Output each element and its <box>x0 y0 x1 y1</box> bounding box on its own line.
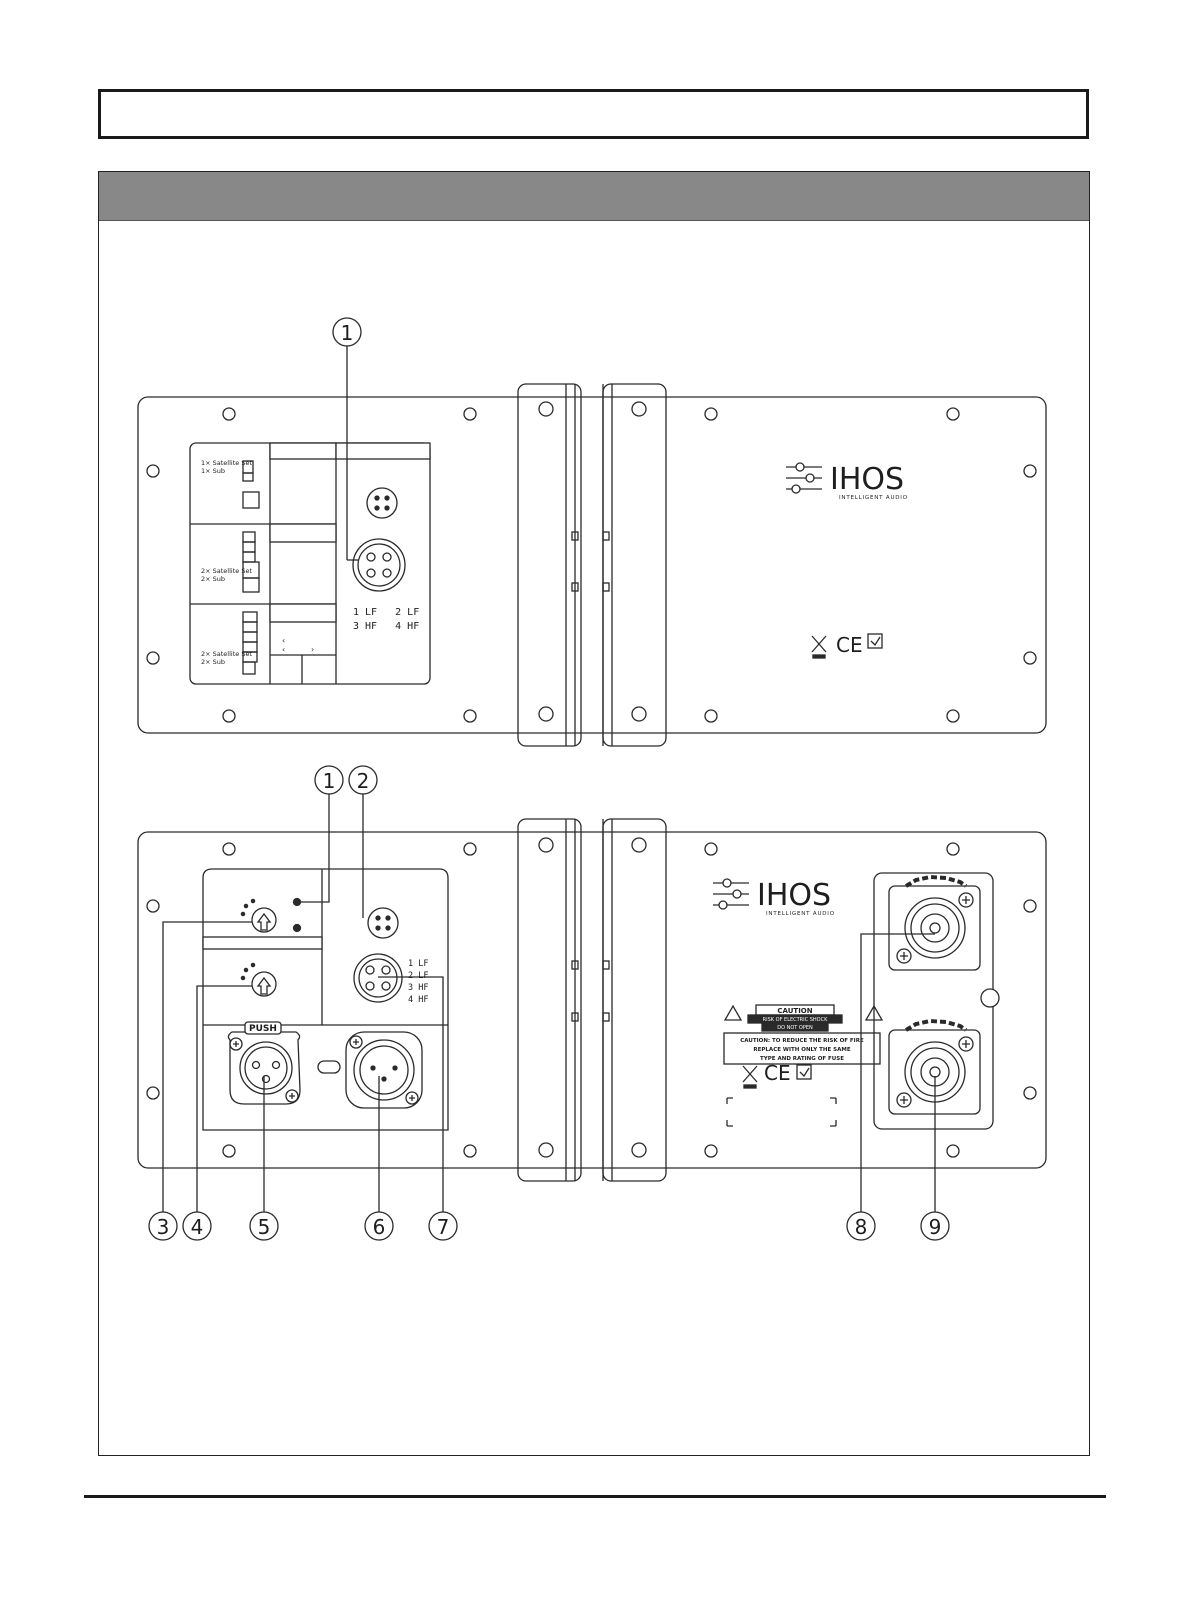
callout-1: 1 <box>323 769 336 793</box>
screw-holes-bottom <box>146 842 1037 1158</box>
callout-1-top: 1 <box>341 321 354 345</box>
pinout-bottom-2: 2 LF <box>408 971 428 981</box>
svg-text:‹: ‹ <box>282 636 285 645</box>
configuration-plate: ‹ ‹ › <box>189 442 431 685</box>
ce-mark-bottom: CE <box>764 1061 791 1085</box>
page-title-box <box>98 89 1089 139</box>
hinge-brackets-bottom <box>517 818 667 1182</box>
brand-tagline-bottom: INTELLIGENT AUDIO <box>766 911 835 917</box>
config-1-line1: 1× Satellite Set <box>201 459 252 467</box>
pinout-row-1: 1 LF 2 LF <box>353 607 419 618</box>
input-plate <box>202 868 449 1131</box>
pinout-bottom-1: 1 LF <box>408 959 428 969</box>
caution-title: CAUTION <box>777 1007 812 1015</box>
ihos-logo-bottom <box>713 878 749 910</box>
config-2-line2: 2× Sub <box>201 575 225 583</box>
config-1-line2: 1× Sub <box>201 467 225 475</box>
top-callout-leader <box>332 317 362 561</box>
callout-2: 2 <box>357 769 370 793</box>
caution-body-1: CAUTION: TO REDUCE THE RISK OF FIRE <box>740 1038 864 1044</box>
callout-8: 8 <box>855 1215 868 1239</box>
caution-label <box>723 1004 884 1127</box>
screw-holes-top <box>146 407 1037 723</box>
bottom-callout-leaders <box>162 794 936 1212</box>
callout-6: 6 <box>373 1215 386 1239</box>
caution-body-3: TYPE AND RATING OF FUSE <box>760 1056 844 1062</box>
bottom-rear-panel <box>137 765 1047 1241</box>
callout-7: 7 <box>437 1215 450 1239</box>
config-3-line1: 2× Satellite Set <box>201 650 252 658</box>
section-header-bar <box>99 172 1089 221</box>
ihos-logo-top <box>786 462 822 494</box>
config-2-line1: 2× Satellite Set <box>201 567 252 575</box>
svg-text:›: › <box>311 645 314 654</box>
footer-rule <box>84 1495 1106 1498</box>
caution-shock: RISK OF ELECTRIC SHOCK <box>763 1017 828 1023</box>
brand-name-bottom: IHOS <box>757 878 831 913</box>
pinout-row-2: 3 HF 4 HF <box>353 621 419 632</box>
bottom-callout-circles <box>148 765 950 1241</box>
svg-text:‹: ‹ <box>282 645 285 654</box>
caution-open: DO NOT OPEN <box>777 1025 813 1031</box>
callout-9: 9 <box>929 1215 942 1239</box>
callout-5: 5 <box>258 1215 271 1239</box>
ce-mark-top: CE <box>836 633 863 657</box>
pinout-bottom-3: 3 HF <box>408 983 428 993</box>
push-label: PUSH <box>249 1024 277 1034</box>
certification-marks-top <box>811 633 883 659</box>
top-rear-panel: ‹ ‹ › <box>137 317 1047 747</box>
hinge-brackets-top <box>517 383 667 747</box>
brand-tagline-top: INTELLIGENT AUDIO <box>839 495 908 501</box>
callout-4: 4 <box>191 1215 204 1239</box>
caution-body-2: REPLACE WITH ONLY THE SAME <box>753 1047 850 1053</box>
config-3-line2: 2× Sub <box>201 658 225 666</box>
callout-3: 3 <box>157 1215 170 1239</box>
powercon-panel <box>873 872 1000 1130</box>
pinout-bottom-4: 4 HF <box>408 995 428 1005</box>
brand-name-top: IHOS <box>830 462 904 497</box>
figure-frame <box>98 171 1090 1456</box>
